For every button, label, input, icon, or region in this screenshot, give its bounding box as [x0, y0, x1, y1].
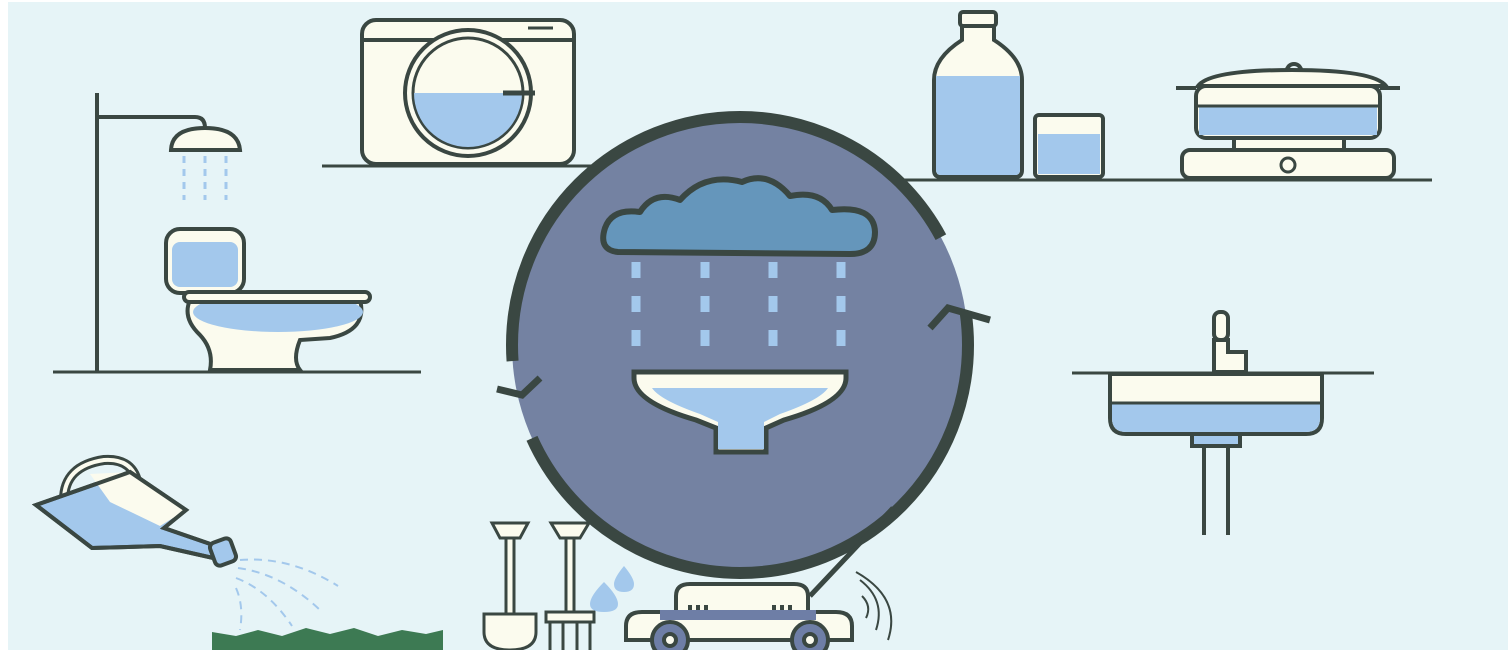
glass-icon: [1035, 115, 1103, 177]
washing-machine-icon: [362, 20, 574, 164]
